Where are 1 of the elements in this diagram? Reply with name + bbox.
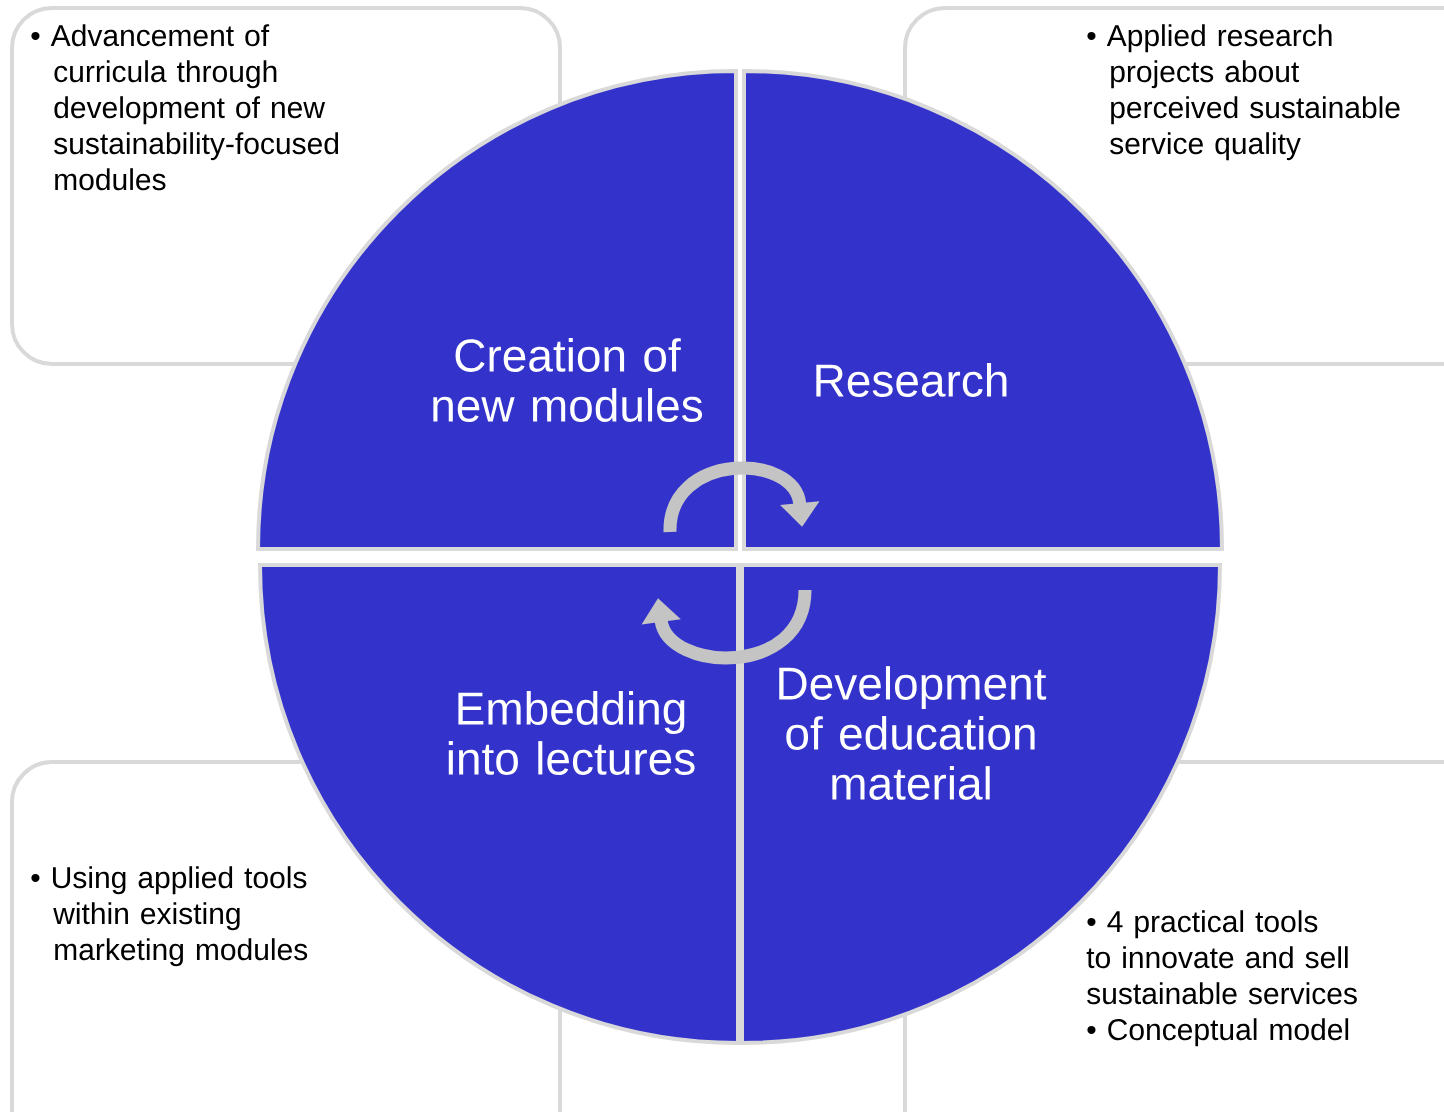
curved-arrow [641,589,812,665]
